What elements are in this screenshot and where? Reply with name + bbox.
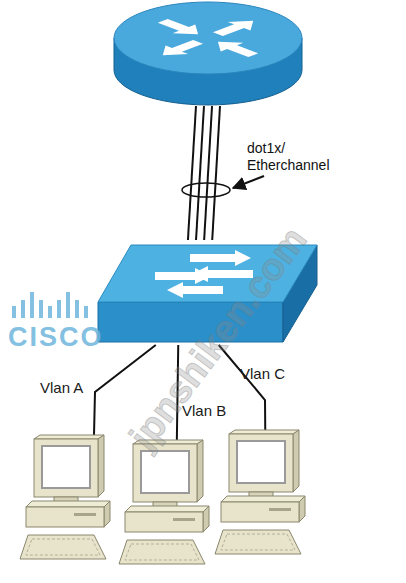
- callout-arrow: [233, 176, 264, 188]
- pc-icon: [213, 430, 308, 560]
- pc-icon: [18, 435, 113, 565]
- vlan-label: Vlan C: [240, 365, 285, 382]
- etherchannel-link: [212, 106, 220, 240]
- etherchannel-link: [204, 106, 212, 240]
- pc-node: [117, 440, 212, 570]
- callout-text: dot1x/ Etherchannel: [247, 140, 333, 174]
- logo-bars: [12, 292, 88, 318]
- etherchannel-link: [188, 106, 196, 240]
- etherchannel-link: [196, 106, 204, 240]
- pc-node: [18, 435, 113, 565]
- router-node: [112, 0, 304, 106]
- vlan-label: Vlan A: [40, 379, 83, 396]
- logo-text: CISCO: [8, 322, 104, 352]
- bundle-ring: [182, 183, 230, 197]
- pc-icon: [117, 440, 212, 570]
- router-icon: [112, 0, 304, 106]
- pc-node: [213, 430, 308, 560]
